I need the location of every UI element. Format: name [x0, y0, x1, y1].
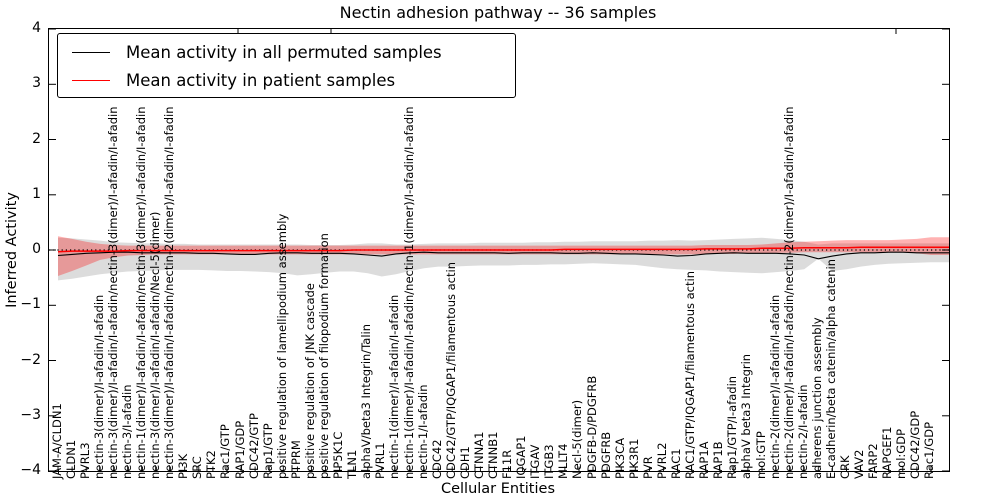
x-tick-label: F11R: [500, 449, 515, 479]
x-tick-label: alphaV/beta3 Integrin/Talin: [359, 323, 374, 479]
x-tick-label: E-cadherin/beta catenin/alpha catenin: [823, 259, 838, 479]
x-tick-label: PI3K: [176, 453, 191, 479]
chart-title: Nectin adhesion pathway -- 36 samples: [339, 3, 657, 22]
x-tick-label: nectin-3(dimer)/I-afadin/I-afadin/Necl-5…: [148, 211, 163, 479]
y-tick-label: 4: [32, 20, 41, 36]
x-axis-label: Cellular Entities: [440, 481, 556, 497]
x-tick-label: CDH1: [457, 446, 472, 479]
x-tick-label: CRK: [837, 455, 852, 479]
x-tick-label: CDC42: [429, 439, 444, 479]
x-tick-label: PTPRM: [288, 440, 303, 479]
x-tick-label: RAP1/GDP: [232, 420, 247, 479]
x-tick-label: positive regulation of lamellipodium ass…: [274, 213, 289, 479]
x-tick-label: CDC42/GTP: [246, 413, 261, 479]
x-tick-label: CTNNB1: [485, 431, 500, 479]
x-tick-label: nectin-3(dimer)/I-afadin/I-afadin/nectin…: [162, 106, 177, 479]
legend: Mean activity in all permuted samples Me…: [57, 33, 516, 98]
legend-entry-permuted: Mean activity in all permuted samples: [72, 38, 442, 66]
x-tick-label: nectin-2/I-afadin: [795, 384, 810, 480]
patient-line-sample-icon: [72, 79, 110, 81]
x-tick-label: PIK3CA: [612, 437, 627, 479]
x-tick-label: Rac1/GTP: [218, 424, 233, 479]
x-tick-label: MLLT4: [556, 443, 571, 480]
x-tick-label: PDGFB-D/PDGFRB: [584, 375, 599, 479]
x-tick-label: alphaV beta3 Integrin: [739, 353, 754, 479]
x-tick-label: nectin-2(dimer)/I-afadin/I-afadin: [767, 294, 782, 479]
x-tick-label: CTNNA1: [471, 431, 486, 479]
x-tick-label: Rac1/GDP: [922, 421, 937, 479]
x-tick-label: Rap1/GTP: [260, 423, 275, 479]
x-tick-label: IQGAP1: [514, 435, 529, 479]
x-tick-label: mol:GDP: [894, 428, 909, 479]
x-tick-label: positive regulation of JNK cascade: [302, 283, 317, 479]
y-tick-label: 0: [32, 241, 41, 257]
x-tick-label: PIK3R1: [626, 438, 641, 480]
x-tick-label: RAP1A: [697, 441, 712, 479]
legend-entry-patient: Mean activity in patient samples: [72, 66, 395, 94]
x-tick-label: PIP5K1C: [331, 431, 346, 479]
x-tick-label: Rap1/GTP/I-afadin: [725, 375, 740, 479]
x-tick-label: PVRL2: [654, 442, 669, 479]
y-tick-label: −4: [20, 462, 41, 478]
permuted-mean-line: [57, 251, 949, 260]
x-tick-label: JAM-A/CLDN1: [49, 403, 64, 479]
x-tick-label: FARP2: [866, 443, 881, 479]
x-tick-label: mol:GTP: [753, 431, 768, 479]
patient-band: [58, 236, 949, 276]
permuted-line-sample-icon: [72, 51, 110, 53]
plot-canvas: [49, 29, 949, 471]
x-tick-label: SRC: [190, 456, 205, 479]
x-tick-label: CLDN1: [63, 439, 78, 479]
x-tick-label: PVRL3: [77, 442, 92, 479]
x-tick-label: positive regulation of filopodium format…: [317, 233, 332, 479]
legend-label-patient: Mean activity in patient samples: [126, 70, 396, 90]
x-tick-label: CDC42/GDP: [908, 410, 923, 479]
x-tick-label: PDGFRB: [598, 431, 613, 479]
y-tick-label: −3: [20, 406, 41, 423]
y-tick-label: −2: [20, 351, 41, 368]
x-tick-label: RAPGEF1: [880, 426, 895, 479]
y-tick-label: 3: [32, 75, 41, 92]
legend-label-permuted: Mean activity in all permuted samples: [126, 42, 442, 62]
x-tick-label: nectin-3(dimer)/I-afadin/I-afadin: [91, 294, 106, 479]
y-tick-label: 2: [32, 130, 41, 147]
x-tick-label: Necl-5(dimer): [570, 399, 585, 479]
x-tick-label: CDC42/GTP/IQGAP1/filamentous actin: [443, 261, 458, 479]
x-tick-label: nectin-1(dimer)/I-afadin/I-afadin/nectin…: [401, 106, 416, 479]
x-tick-label: RAC1: [669, 448, 684, 479]
x-tick-label: nectin-2(dimer)/I-afadin/I-afadin/nectin…: [781, 106, 796, 479]
x-tick-label: nectin-1(dimer)/I-afadin/I-afadin: [387, 294, 402, 479]
x-tick-label: nectin-1/I-afadin: [415, 384, 430, 480]
x-tick-label: TLN1: [345, 449, 360, 479]
x-tick-label: PVR: [640, 456, 655, 479]
y-tick-label: 1: [32, 185, 41, 202]
x-tick-label: ITGAV: [528, 444, 543, 479]
y-tick-label: −1: [20, 296, 41, 313]
x-tick-label: ITGB3: [542, 444, 557, 479]
x-tick-label: nectin-3(dimer)/I-afadin/I-afadin/nectin…: [105, 106, 120, 479]
x-tick-label: nectin-3/I-afadin: [119, 384, 134, 480]
plot-area: [48, 28, 950, 472]
x-tick-label: nectin-1(dimer)/I-afadin/I-afadin/nectin…: [133, 106, 148, 479]
x-tick-label: VAV2: [852, 449, 867, 479]
x-tick-label: RAP1B: [711, 441, 726, 479]
x-tick-label: adherens junction assembly: [809, 317, 824, 479]
x-tick-label: PTK2: [204, 450, 219, 479]
x-tick-label: PVRL1: [373, 442, 388, 479]
x-tick-label: RAC1/GTP/IQGAP1/filamentous actin: [683, 271, 698, 479]
patient-mean-line: [57, 246, 949, 253]
